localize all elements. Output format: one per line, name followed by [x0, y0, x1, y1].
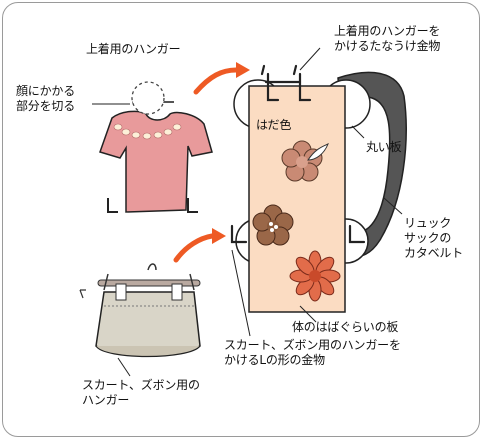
label-skirt-hanger-line1: スカート、ズボン用の — [82, 378, 200, 392]
label-l-hook: スカート、ズボン用のハンガーを かけるLの形の金物 — [224, 338, 401, 368]
arrow-head-bottom — [212, 228, 226, 244]
arrow-shirt-to-board — [193, 67, 239, 95]
label-round-board-text: 丸い板 — [366, 140, 402, 154]
l-shaped-hooks — [230, 224, 366, 244]
label-top-hanger: 上着用のハンガー — [86, 42, 181, 57]
label-cut-neck: 顔にかかる 部分を切る — [16, 84, 75, 114]
label-shelf-hook-line1: 上着用のハンガーを — [334, 24, 441, 38]
cut-neck-dashed-circle — [131, 81, 165, 115]
label-backpack-strap-line3: カタベルト — [404, 246, 464, 260]
shelf-bracket-hooks — [260, 64, 312, 102]
skirt — [95, 291, 201, 355]
arrow-head-top — [236, 62, 250, 78]
label-backpack-strap-line2: サックの — [404, 231, 452, 245]
flower-orange — [289, 250, 341, 302]
shirt — [99, 110, 213, 213]
label-backpack-strap: リュック サックの カタベルト — [404, 216, 463, 261]
label-top-hanger-text: 上着用のハンガー — [86, 42, 181, 56]
label-backpack-strap-line1: リュック — [404, 216, 452, 230]
flower-brown — [252, 204, 294, 246]
label-body-board: 体のはばぐらいの板 — [292, 320, 398, 335]
label-cut-neck-line1: 顔にかかる — [16, 84, 76, 98]
label-shelf-hook: 上着用のハンガーを かけるたなうけ金物 — [334, 24, 440, 54]
label-shelf-hook-line2: かけるたなうけ金物 — [334, 39, 441, 53]
label-skirt-hanger: スカート、ズボン用の ハンガー — [82, 378, 200, 408]
skirt-hanger-illustration — [79, 263, 201, 358]
shirt-hanger-illustration — [99, 81, 213, 213]
label-l-hook-line1: スカート、ズボン用のハンガーを — [224, 338, 401, 352]
leader-lines — [92, 47, 403, 377]
label-round-board: 丸い板 — [366, 140, 402, 155]
label-body-board-text: 体のはばぐらいの板 — [292, 320, 399, 334]
label-cut-neck-line2: 部分を切る — [16, 99, 76, 113]
arrow-skirt-to-board — [173, 233, 215, 263]
label-skin-color: はだ色 — [256, 118, 291, 133]
label-l-hook-line2: かけるLの形の金物 — [224, 353, 325, 367]
label-skin-color-text: はだ色 — [256, 118, 292, 132]
label-skirt-hanger-line2: ハンガー — [82, 393, 130, 407]
flower-pink — [281, 140, 329, 182]
